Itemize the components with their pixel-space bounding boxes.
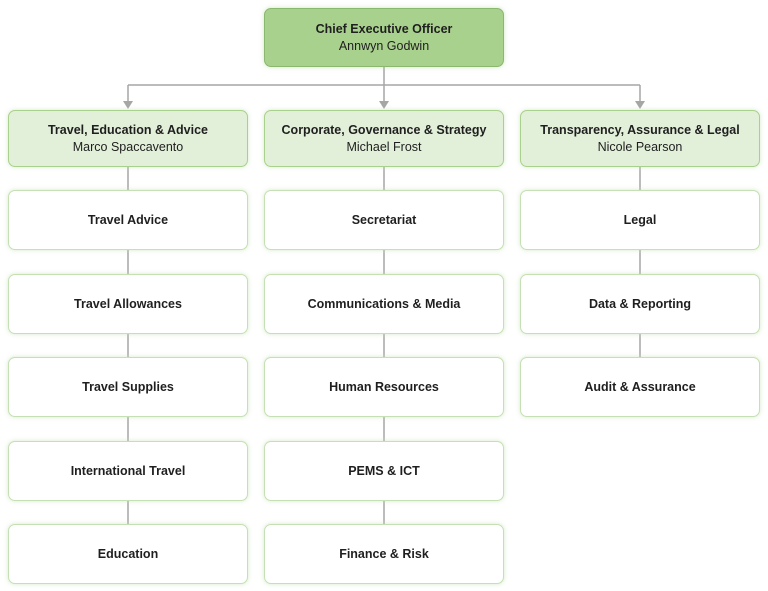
node-title: Corporate, Governance & Strategy — [281, 122, 487, 137]
node-person: Marco Spaccavento — [72, 139, 184, 154]
node-dept-international-travel: International Travel — [8, 441, 248, 501]
node-dept-pems-ict: PEMS & ICT — [264, 441, 504, 501]
node-dept-audit-assurance: Audit & Assurance — [520, 357, 760, 417]
node-dept-education: Education — [8, 524, 248, 584]
node-dept-travel-supplies: Travel Supplies — [8, 357, 248, 417]
node-title: Chief Executive Officer — [315, 21, 453, 36]
node-dept-finance-risk: Finance & Risk — [264, 524, 504, 584]
node-dept-communications-media: Communications & Media — [264, 274, 504, 334]
node-dept-data-reporting: Data & Reporting — [520, 274, 760, 334]
node-dept-human-resources: Human Resources — [264, 357, 504, 417]
node-ceo: Chief Executive Officer Annwyn Godwin — [264, 8, 504, 67]
node-dept-secretariat: Secretariat — [264, 190, 504, 250]
node-division-corporate-governance-strategy: Corporate, Governance & Strategy Michael… — [264, 110, 504, 167]
node-dept-legal: Legal — [520, 190, 760, 250]
node-division-transparency-assurance-legal: Transparency, Assurance & Legal Nicole P… — [520, 110, 760, 167]
node-title: Travel, Education & Advice — [47, 122, 208, 137]
arrowhead-icon — [379, 101, 389, 109]
node-person: Michael Frost — [346, 139, 422, 154]
node-person: Nicole Pearson — [597, 139, 683, 154]
arrowhead-icon — [635, 101, 645, 109]
arrowhead-icon — [123, 101, 133, 109]
node-dept-travel-allowances: Travel Allowances — [8, 274, 248, 334]
node-division-travel-education-advice: Travel, Education & Advice Marco Spaccav… — [8, 110, 248, 167]
node-dept-travel-advice: Travel Advice — [8, 190, 248, 250]
node-person: Annwyn Godwin — [338, 38, 430, 53]
node-title: Transparency, Assurance & Legal — [540, 122, 740, 137]
